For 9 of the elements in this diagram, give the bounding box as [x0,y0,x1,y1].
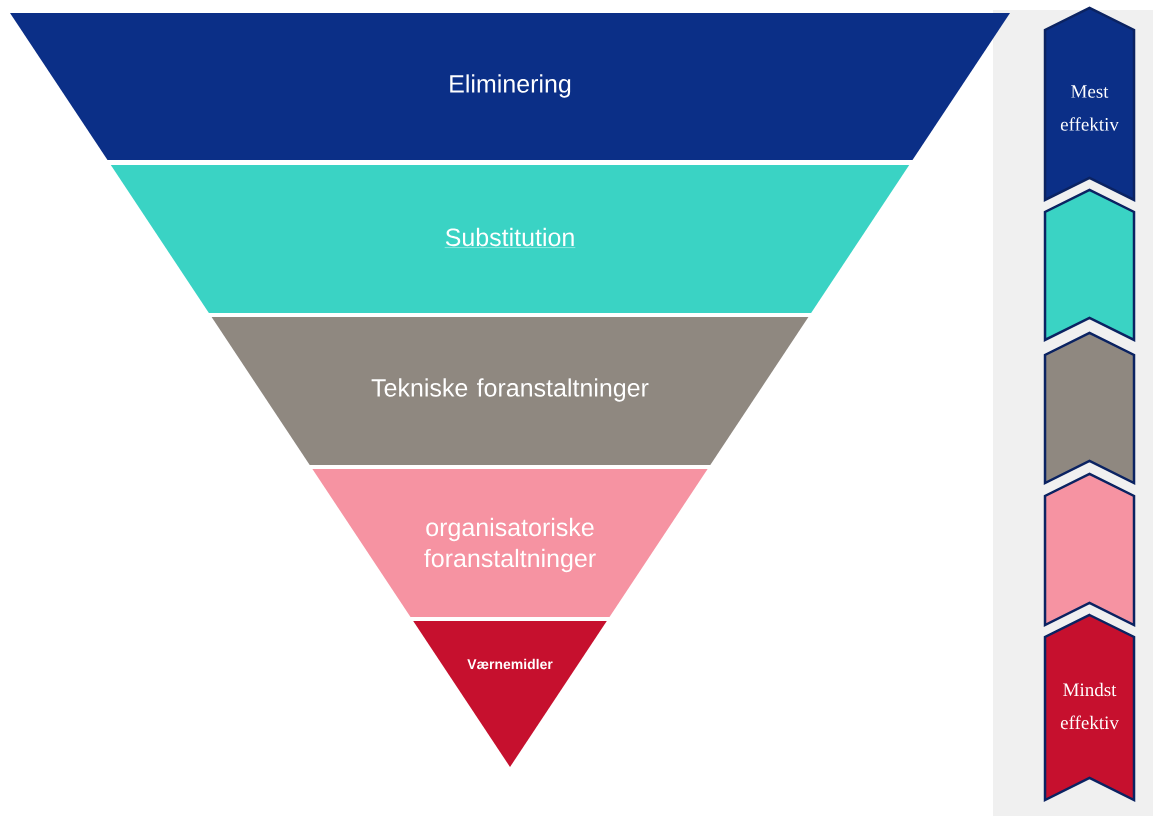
pyramid-band: Substitution [110,165,910,313]
ribbon-segment: Mest effektiv [1043,6,1136,202]
pyramid-band: Tekniske foranstaltninger [211,317,809,465]
ribbon-segment [1043,472,1136,627]
ribbon-segment: Mindst effektiv [1043,613,1136,802]
ribbon-segment [1043,188,1136,342]
pyramid-band: organisatoriske foranstaltninger [312,469,708,617]
ribbon-segment [1043,331,1136,485]
pyramid-band: Værnemidler [413,621,607,767]
